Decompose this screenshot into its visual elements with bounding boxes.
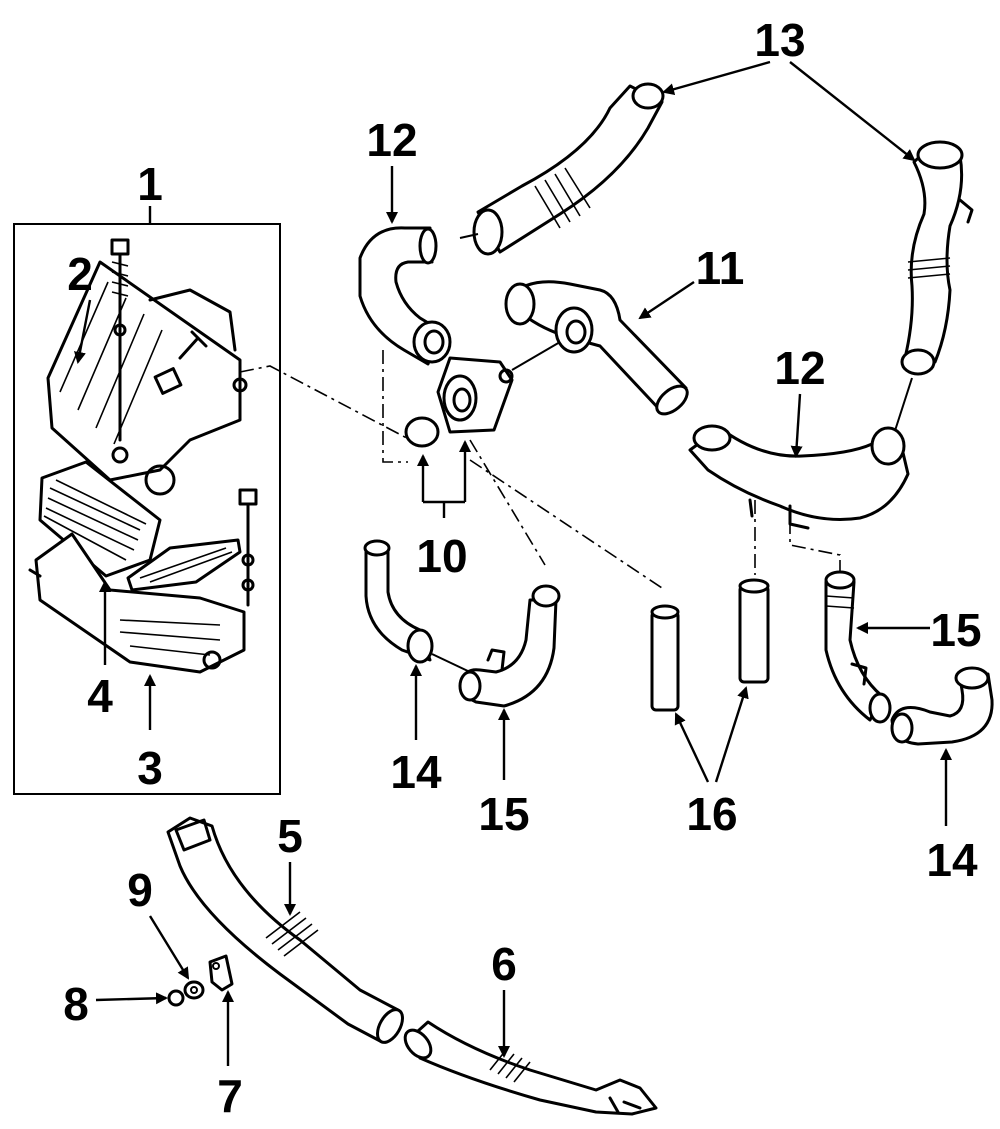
- air-cleaner-lower-housing: [28, 532, 246, 674]
- callout-9: 9: [127, 864, 153, 916]
- coolant-hose-left-15: [458, 584, 561, 708]
- callout-12-upper: 12: [366, 114, 417, 166]
- throttle-gasket: [404, 416, 440, 448]
- alignment-line-b: [469, 439, 546, 566]
- bracket-7: [208, 954, 234, 992]
- callout-2: 2: [67, 248, 93, 300]
- callout-8: 8: [63, 978, 89, 1030]
- callout-15-right: 15: [930, 604, 981, 656]
- callout-7: 7: [217, 1070, 243, 1122]
- callout-6: 6: [491, 938, 517, 990]
- throttle-hose: [504, 280, 689, 416]
- leader-16-right: [714, 686, 749, 783]
- alignment-line-e: [789, 520, 841, 575]
- alignment-line-c: [469, 459, 666, 591]
- grommet-9: [183, 980, 205, 1000]
- leader-2: [74, 299, 92, 364]
- callout-13: 13: [754, 14, 805, 66]
- alignment-line-a: [239, 365, 421, 446]
- connector-tube-left: [650, 604, 680, 712]
- coolant-hose-right-15: [824, 570, 892, 724]
- callout-4: 4: [87, 670, 113, 722]
- throttle-body: [436, 341, 561, 434]
- connector-tube-right: [738, 578, 770, 684]
- coolant-hose-left: [363, 539, 471, 673]
- callout-14-right: 14: [926, 834, 978, 886]
- leader-9: [148, 915, 190, 980]
- intercooler-pipe-upper: [459, 82, 665, 256]
- alignment-line-f: [382, 350, 408, 463]
- leader-11: [638, 281, 695, 320]
- small-bolt: [153, 330, 208, 395]
- callout-11: 11: [696, 242, 745, 294]
- callout-15-left: 15: [478, 788, 529, 840]
- intercooler-pipe-lower: [688, 424, 910, 530]
- callout-5: 5: [277, 810, 303, 862]
- housing-bolt: [110, 238, 130, 464]
- intake-hose-elbow-left: [358, 226, 452, 366]
- leader-13-left: [662, 60, 771, 96]
- leader-13-right: [789, 61, 916, 162]
- callout-3: 3: [137, 742, 163, 794]
- intake-duct: [166, 816, 404, 1044]
- callout-14-left: 14: [390, 746, 442, 798]
- leader-12-lower: [790, 393, 803, 458]
- lower-duct: [403, 1020, 658, 1116]
- air-filter-element: [38, 460, 162, 578]
- secondary-filter: [126, 538, 242, 592]
- leader-8: [95, 992, 168, 1005]
- callout-12-lower: 12: [774, 342, 825, 394]
- intercooler-pipe-right: [891, 140, 974, 441]
- air-cleaner-assembly-box: [13, 206, 281, 795]
- callout-10: 10: [416, 530, 467, 582]
- bracket-10: [417, 440, 471, 518]
- callout-16: 16: [686, 788, 737, 840]
- leader-16-left: [674, 712, 710, 783]
- nut-8: [167, 989, 185, 1007]
- coolant-hose-right-14: [890, 666, 994, 746]
- callout-1: 1: [137, 158, 163, 210]
- filter-bolt: [238, 488, 258, 607]
